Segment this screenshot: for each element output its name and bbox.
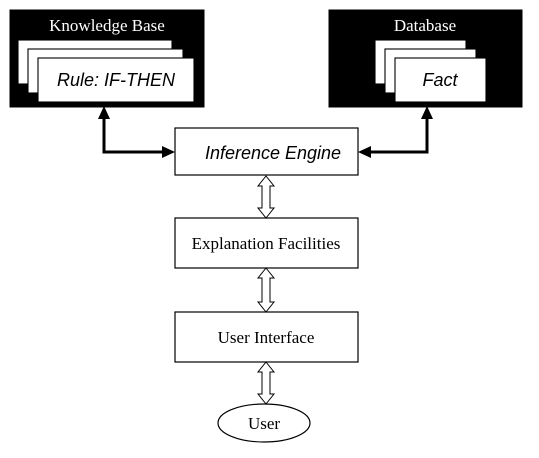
knowledge-base-title: Knowledge Base (49, 16, 165, 35)
kb-up-arrowhead (98, 106, 110, 119)
kb-right-arrowhead (162, 146, 175, 158)
inference-explanation-double-arrow (256, 175, 276, 219)
user-interface-box (174, 311, 359, 363)
user-interface-label: User Interface (218, 328, 315, 347)
database-title: Database (394, 16, 456, 35)
knowledge-base-inference-connector (98, 106, 175, 158)
explanation-facilities-node: Explanation Facilities (174, 217, 359, 269)
database-block: Database Fact (328, 9, 523, 108)
db-left-arrowhead (358, 146, 371, 158)
knowledge-base-block: Knowledge Base Rule: IF-THEN (9, 9, 205, 108)
inference-engine-node: Inference Engine (174, 127, 359, 176)
explanation-facilities-box (174, 217, 359, 269)
db-connector-line (369, 118, 429, 154)
explanation-facilities-label: Explanation Facilities (192, 234, 341, 253)
database-inference-connector (358, 106, 433, 158)
user-ellipse (217, 403, 311, 443)
kb-connector-line (102, 118, 164, 154)
user-interface-node: User Interface (174, 311, 359, 363)
fact-sheet-front (394, 57, 487, 103)
fact-label: Fact (422, 70, 458, 90)
user-label: User (248, 414, 280, 433)
interface-user-double-arrow (256, 361, 276, 405)
inference-engine-box (174, 127, 359, 176)
rule-sheet-front (37, 57, 195, 103)
inference-engine-label: Inference Engine (205, 143, 341, 163)
explanation-interface-double-arrow (256, 267, 276, 313)
user-node: User (217, 403, 311, 443)
db-up-arrowhead (421, 106, 433, 119)
rule-label: Rule: IF-THEN (57, 70, 176, 90)
